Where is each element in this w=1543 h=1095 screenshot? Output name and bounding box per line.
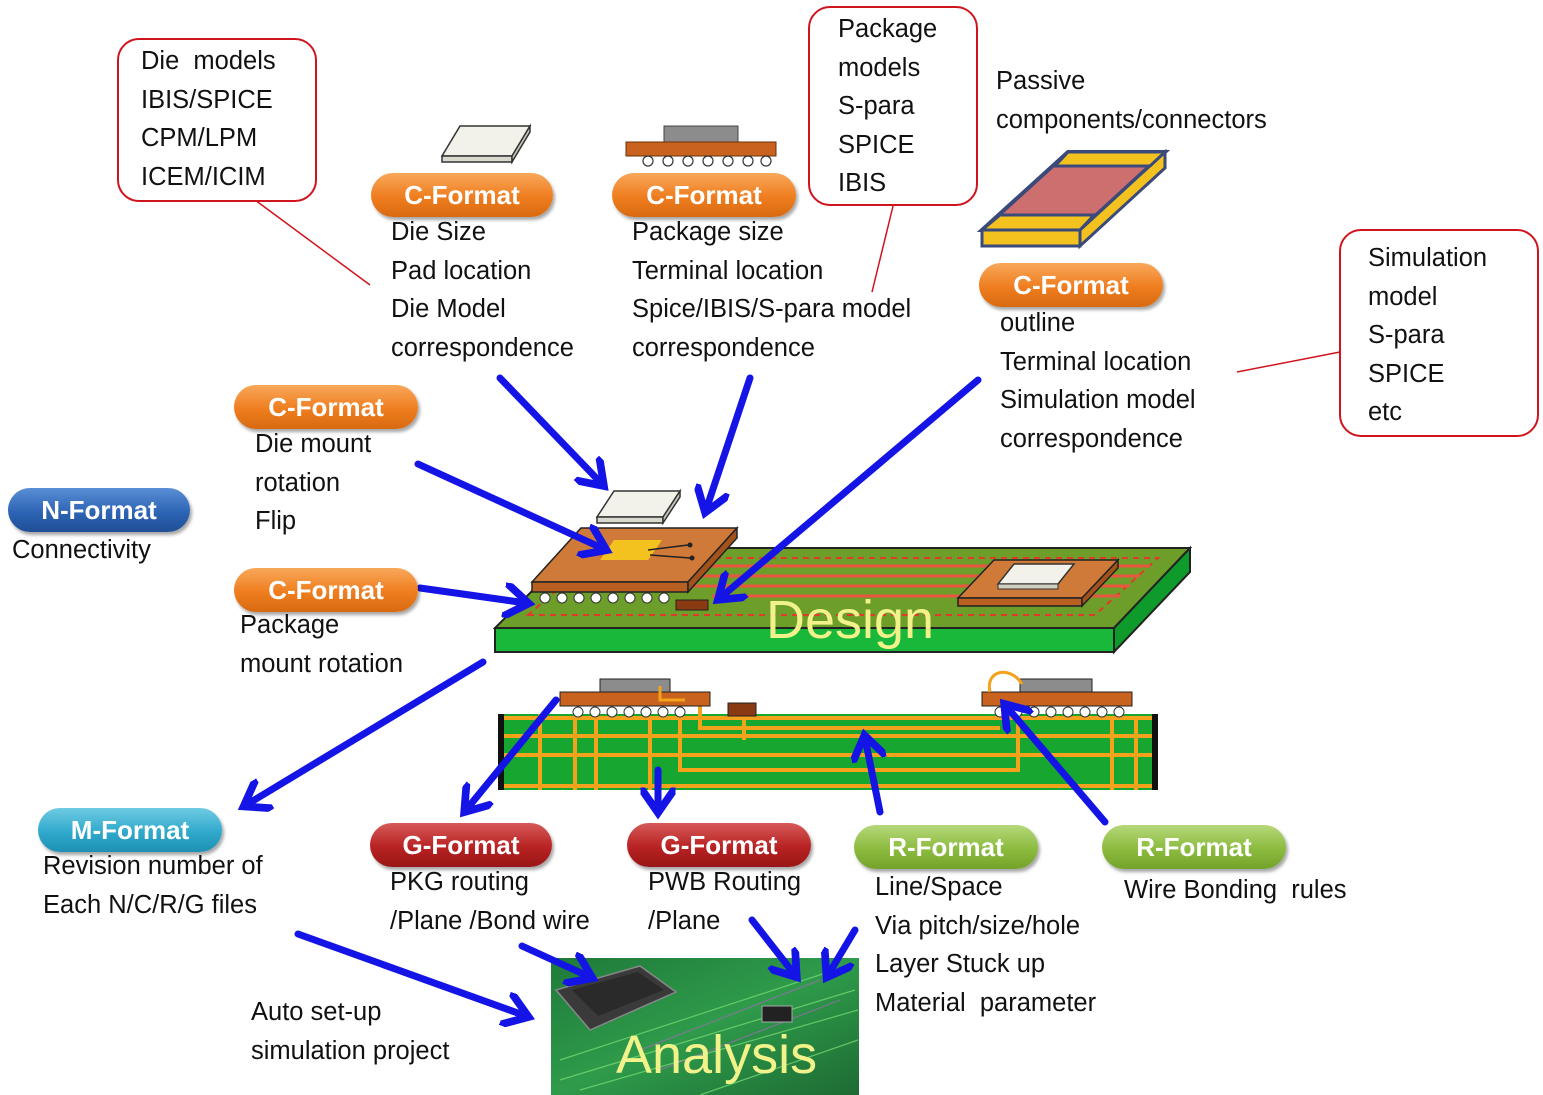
m-format-desc: Revision number of Each N/C/R/G files [43,852,263,919]
r-format-wire-badge: R-Format [1102,825,1286,869]
arrow-m-to-analysis [294,930,526,1016]
design-board-package [530,526,739,611]
arrow-r-to-analysis [828,926,859,975]
design-board-die [595,488,682,526]
design-board-package-right [956,558,1120,608]
passive-component-icon [976,148,1171,250]
c-format-die-desc: Die Size Pad location Die Model correspo… [391,218,574,362]
arrow-package-mount [416,588,526,603]
die-callout-leader [254,199,371,286]
arrow-g-pwb-to-analysis [748,916,795,975]
die-models-callout: Die models IBIS/SPICE CPM/LPM ICEM/ICIM [117,38,317,202]
g-format-pkg-desc: PKG routing /Plane /Bond wire [390,868,590,935]
arrow-package-to-board [706,374,754,510]
package-models-callout: Package models S-para SPICE IBIS [808,6,978,206]
auto-setup-label: Auto set-up simulation project [251,998,450,1065]
m-format-badge: M-Format [38,808,222,852]
c-format-die-mount-badge: C-Format [234,385,418,429]
c-format-package-badge: C-Format [612,173,796,217]
c-format-passive-badge: C-Format [979,263,1163,307]
g-format-pkg-badge: G-Format [370,823,552,867]
simulation-callout-leader [1236,351,1341,373]
die-icon [440,123,532,165]
package-callout-leader [871,197,896,293]
g-format-pwb-badge: G-Format [627,823,811,867]
arrow-g-pkg-to-analysis [518,942,590,977]
c-format-die-badge: C-Format [371,173,553,217]
n-format-badge: N-Format [8,488,190,532]
arrow-line-space [865,738,880,816]
arrow-die-to-board [496,374,602,484]
r-format-line-badge: R-Format [854,825,1038,869]
flow-arrows [246,374,1109,1016]
package-models-text: Package models S-para SPICE IBIS [838,15,938,198]
passive-components-label: Passive components/connectors [996,67,1267,134]
c-format-package-mount-badge: C-Format [234,568,418,612]
arrow-passive-to-board [720,376,982,598]
die-models-text: Die models IBIS/SPICE CPM/LPM ICEM/ICIM [141,47,276,191]
c-format-die-mount-desc: Die mount rotation Flip [255,430,372,536]
c-format-package-mount-desc: Package mount rotation [240,611,404,678]
simulation-model-text: Simulation model S-para SPICE etc [1368,244,1488,427]
analysis-image [551,958,859,1095]
r-format-line-desc: Line/Space Via pitch/size/hole Layer Stu… [875,873,1097,1017]
package-icon [625,125,777,167]
g-format-pwb-desc: PWB Routing /Plane [648,868,802,935]
arrow-wire-bonding [1006,706,1109,826]
n-format-desc: Connectivity [12,536,151,564]
analysis-label: Analysis [616,1025,818,1085]
arrow-die-mount [414,460,604,549]
arrow-design-to-m-format [246,658,487,805]
c-format-package-desc: Package size Terminal location Spice/IBI… [632,218,912,362]
design-label: Design [766,590,935,650]
r-format-wire-desc: Wire Bonding rules [1124,876,1347,904]
simulation-model-callout: Simulation model S-para SPICE etc [1339,229,1539,437]
c-format-passive-desc: outline Terminal location Simulation mod… [1000,309,1196,453]
arrow-pkg-routing [466,696,560,810]
